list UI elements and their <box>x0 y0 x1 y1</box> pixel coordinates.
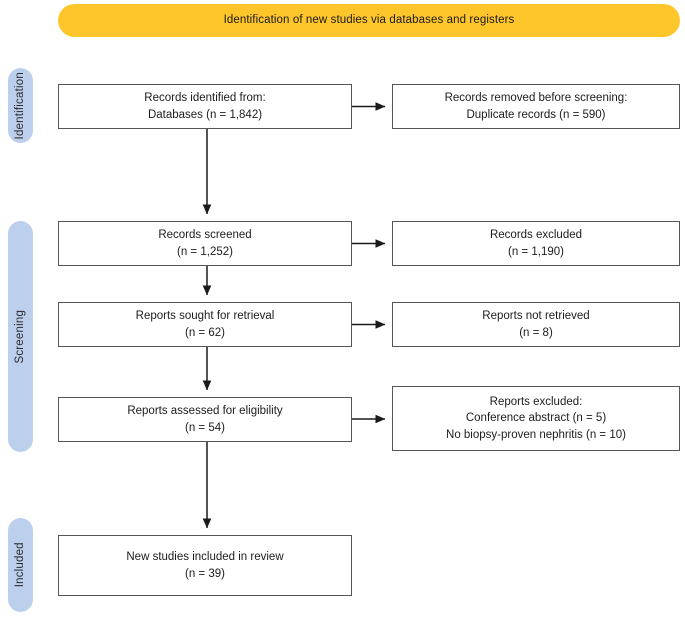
box-reports-not-retrieved-line1: Reports not retrieved <box>482 310 590 323</box>
box-reports-excluded-line3: No biopsy-proven nephritis (n = 10) <box>446 428 626 441</box>
box-reports-excluded-line1: Reports excluded: <box>489 396 583 408</box>
stage-bar-screening: Screening <box>8 221 33 452</box>
box-records-identified: Records identified from: Databases (n = … <box>58 84 352 129</box>
box-reports-not-retrieved-line2: (n = 8) <box>519 326 553 339</box>
diagram-header-banner: Identification of new studies via databa… <box>58 4 680 37</box>
box-new-studies-included-line2: (n = 39) <box>185 567 225 580</box>
stage-label-included: Included <box>13 542 26 588</box>
box-records-screened: Records screened (n = 1,252) <box>58 221 352 266</box>
box-records-excluded-line2: (n = 1,190) <box>508 245 564 258</box>
box-records-removed-line1: Records removed before screening: <box>444 92 628 105</box>
box-reports-sought-line1: Reports sought for retrieval <box>135 310 275 323</box>
box-reports-assessed: Reports assessed for eligibility (n = 54… <box>58 397 352 442</box>
box-records-screened-line1: Records screened <box>158 229 252 242</box>
box-records-identified-line1: Records identified from: <box>144 92 266 105</box>
box-reports-excluded: Reports excluded: Conference abstract (n… <box>392 386 680 451</box>
box-new-studies-included: New studies included in review (n = 39) <box>58 535 352 596</box>
box-reports-assessed-line1: Reports assessed for eligibility <box>127 405 283 418</box>
stage-bar-included: Included <box>8 518 33 612</box>
box-records-identified-line2: Databases (n = 1,842) <box>147 108 263 121</box>
box-records-removed: Records removed before screening: Duplic… <box>392 84 680 129</box>
box-records-excluded: Records excluded (n = 1,190) <box>392 221 680 266</box>
stage-label-identification: Identification <box>13 71 26 140</box>
box-new-studies-included-line1: New studies included in review <box>126 551 284 564</box>
box-reports-not-retrieved: Reports not retrieved (n = 8) <box>392 302 680 347</box>
stage-label-screening: Screening <box>13 309 26 364</box>
box-reports-sought-line2: (n = 62) <box>185 326 225 339</box>
diagram-title: Identification of new studies via databa… <box>223 13 515 26</box>
box-records-excluded-line1: Records excluded <box>489 229 583 242</box>
box-reports-assessed-line2: (n = 54) <box>185 421 225 434</box>
box-reports-sought: Reports sought for retrieval (n = 62) <box>58 302 352 347</box>
stage-bar-identification: Identification <box>8 68 33 143</box>
box-records-removed-line2: Duplicate records (n = 590) <box>466 108 606 121</box>
box-records-screened-line2: (n = 1,252) <box>177 245 233 258</box>
box-reports-excluded-line2: Conference abstract (n = 5) <box>465 412 607 425</box>
